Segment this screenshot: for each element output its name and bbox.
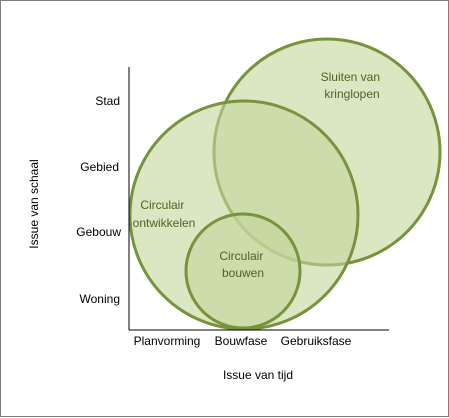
circle-label-line: Circulair (140, 198, 184, 212)
circle-label-circulair-bouwen: Circulair bouwen (219, 249, 266, 280)
circle-label-circulair-ontwikkelen: Circulair ontwikkelen (133, 198, 196, 230)
y-tick-label: Stad (95, 94, 120, 108)
circle-label-line: kringlopen (324, 87, 379, 101)
x-tick-label: Gebruiksfase (281, 334, 352, 348)
y-axis-title: Issue van schaal (27, 159, 41, 248)
y-tick-label: Gebouw (76, 225, 121, 239)
circle-label-line: bouwen (222, 266, 264, 280)
x-tick-label: Bouwfase (215, 334, 268, 348)
circle-label-line: Circulair (219, 249, 263, 263)
y-tick-label: Woning (80, 292, 120, 306)
y-tick-label: Gebied (80, 160, 119, 174)
circle-label-sluiten-van-kringlopen: Sluiten van kringlopen (321, 70, 384, 101)
circle-label-line: ontwikkelen (133, 216, 196, 230)
circle-label-line: Sluiten van (321, 70, 380, 84)
x-axis-title: Issue van tijd (223, 368, 293, 382)
circle-circulair-bouwen (184, 212, 302, 330)
x-tick-label: Planvorming (134, 334, 201, 348)
